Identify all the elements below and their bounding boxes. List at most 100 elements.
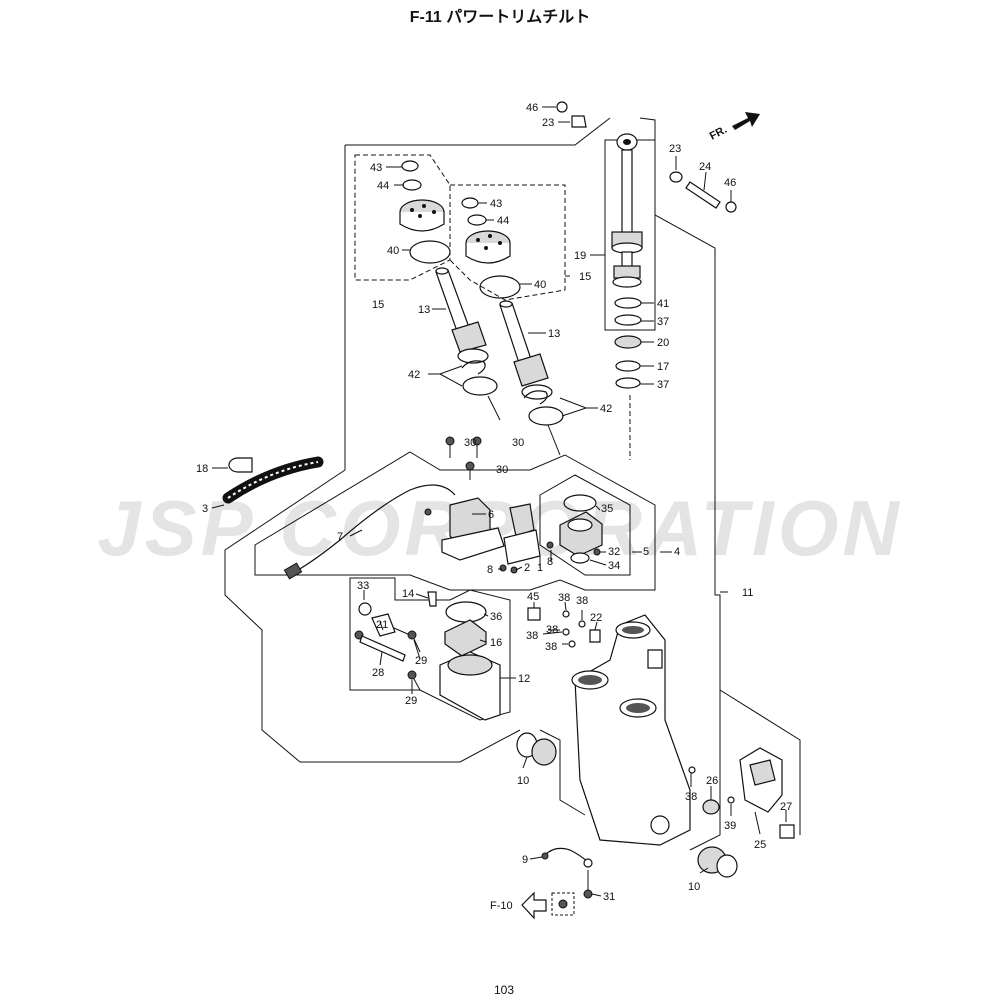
filter-16 [444,619,487,657]
part-label-14: 14 [402,588,414,600]
leader-42-left-down [487,395,501,421]
motor-cable-7 [283,484,456,580]
leader-lines [211,106,787,897]
part-label-27: 27 [780,801,792,813]
part-label-44-left: 44 [377,180,389,192]
part-label-43-right: 43 [490,198,502,210]
part-label-38-d: 38 [526,630,538,642]
bolt-31 [583,870,593,899]
part-label-23-top: 23 [542,117,554,129]
pump-motor-6 [424,497,541,565]
part-label-41: 41 [657,298,669,310]
part-label-43-left: 43 [370,162,382,174]
nipples-38-22 [562,610,601,648]
part-label-46-right: 46 [724,177,736,189]
part-label-29-upper: 29 [415,655,427,667]
part-label-24: 24 [699,161,711,173]
cylinder-body-11 [571,614,691,846]
part-label-13-right: 13 [548,328,560,340]
part-label-30-a: 30 [464,437,476,449]
piston-13-right [499,300,553,400]
part-label-30-b: 30 [512,437,524,449]
cylinder-cap-left [399,199,445,232]
cylinder-cap-right [465,230,511,264]
o-ring-40-right [479,275,521,299]
tilt-rod-19 [611,133,643,288]
part-label-11: 11 [742,587,753,599]
page-title: F-11 パワートリムチルト [410,8,590,26]
part-label-18: 18 [196,463,208,475]
front-direction-arrow: FR. [708,112,760,143]
part-label-15-right: 15 [579,271,591,283]
rings-42-left [461,360,498,396]
watermark: JSP CORPORATION [97,484,902,572]
part-label-22: 22 [590,612,602,624]
bolt-28 [354,630,406,662]
part-label-9: 9 [522,854,528,866]
part-label-38-e: 38 [545,641,557,653]
bolts-29 [407,630,421,691]
parts-46-23-top [556,101,587,128]
bolt-27 [779,824,795,839]
part-label-2: 2 [524,562,530,574]
part-label-25: 25 [754,839,766,851]
front-label: FR. [708,124,729,143]
front-arrow-icon [732,112,760,130]
part-43-44-right [461,197,487,226]
part-label-40-right: 40 [534,279,546,291]
part-label-38-c: 38 [546,624,558,636]
reservoir-12 [439,651,501,721]
piston-13-left [435,267,489,364]
pin-24-assembly [669,171,737,213]
part-label-1: 1 [537,562,543,574]
group-12-box [349,577,511,721]
bolts-30 [445,436,482,480]
part-label-38-f: 38 [685,791,697,803]
part-label-44-right: 44 [497,215,509,227]
part-label-8-right: 8 [547,556,553,568]
part-label-13-left: 13 [418,304,430,316]
part-label-33: 33 [357,580,369,592]
stud-45 [527,607,541,621]
part-label-34: 34 [608,560,620,572]
o-ring-36 [445,601,487,623]
part-label-3: 3 [202,503,208,515]
part-label-35: 35 [601,503,613,515]
assembly-outline-lower-left [224,469,521,763]
part-label-4: 4 [674,546,680,558]
assembly-outline-lower [539,729,586,816]
part-label-45: 45 [527,591,539,603]
part-label-36: 36 [490,611,502,623]
valve-21 [371,613,411,637]
screw-14 [427,591,437,607]
seals-41-37-20-17 [614,297,642,389]
part-label-20: 20 [657,337,669,349]
ground-lead-9 [541,847,593,868]
part-label-37-lower: 37 [657,379,669,391]
arrow-left-icon [521,891,547,920]
spacer-26 [702,799,720,815]
part-label-5: 5 [643,546,649,558]
part-label-30-c: 30 [496,464,508,476]
part-label-29-lower: 29 [405,695,417,707]
part-label-10-right: 10 [688,881,700,893]
group-5-subbox [539,474,631,576]
leader-42-right-down [547,424,561,456]
part-label-6: 6 [488,509,494,521]
part-label-38-b: 38 [576,595,588,607]
part-43-44-upper-left [401,160,422,191]
part-label-10-left: 10 [517,775,529,787]
grommet-18 [228,457,253,473]
bushing-10-left [516,732,557,766]
part-label-17: 17 [657,361,669,373]
group-15-left-box [354,154,451,281]
small-parts-8-2-1 [499,541,554,574]
group-4-5-box [254,451,656,591]
nipple-38-bracket [688,766,696,774]
part-label-31: 31 [603,891,615,903]
part-label-8-left: 8 [487,564,493,576]
o-ring-40-left [409,240,451,264]
reference-f10 [521,891,575,920]
